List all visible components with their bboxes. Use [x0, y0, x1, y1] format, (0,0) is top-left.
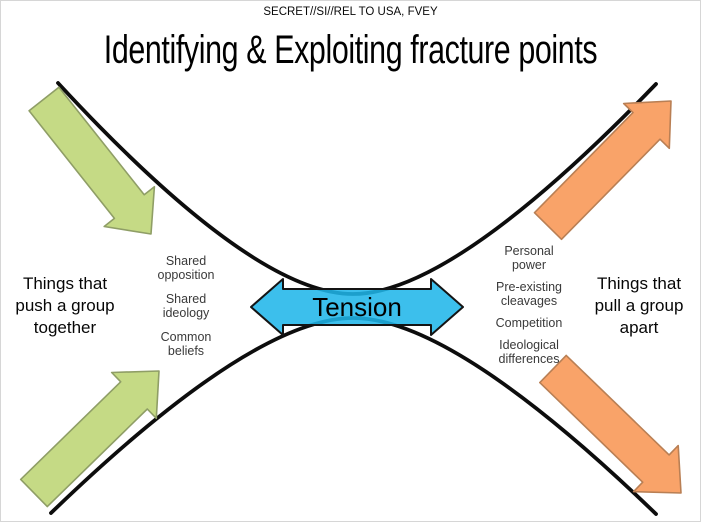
tension-arrow-icon — [250, 278, 464, 336]
cohesion-factor-list: Shared opposition Shared ideology Common… — [146, 254, 226, 368]
pull-group-label: Things that pull a group apart — [594, 274, 684, 337]
classification-banner: SECRET//SI//REL TO USA, FVEY — [263, 6, 438, 18]
tension-label: Tension — [312, 292, 402, 322]
push-arrow-top-left-icon — [28, 86, 156, 235]
pull-arrow-bottom-right-icon — [538, 354, 682, 494]
slide-title: Identifying & Exploiting fracture points — [103, 28, 598, 72]
push-arrow-bottom-left-icon — [19, 370, 160, 508]
fracture-factor-item: Personal power — [504, 244, 554, 272]
pull-arrow-top-right-icon — [533, 100, 672, 241]
push-group-label: Things that push a group together — [15, 274, 115, 337]
cohesion-factor-item: Common beliefs — [160, 330, 212, 358]
cohesion-factor-item: Shared ideology — [162, 292, 210, 320]
fracture-factor-item: Ideological differences — [498, 338, 560, 366]
fracture-factor-item: Competition — [495, 316, 563, 330]
fracture-factor-list: Personal power Pre-existing cleavages Co… — [488, 244, 570, 374]
cohesion-factor-item: Shared opposition — [157, 254, 215, 282]
fracture-factor-item: Pre-existing cleavages — [496, 280, 562, 308]
